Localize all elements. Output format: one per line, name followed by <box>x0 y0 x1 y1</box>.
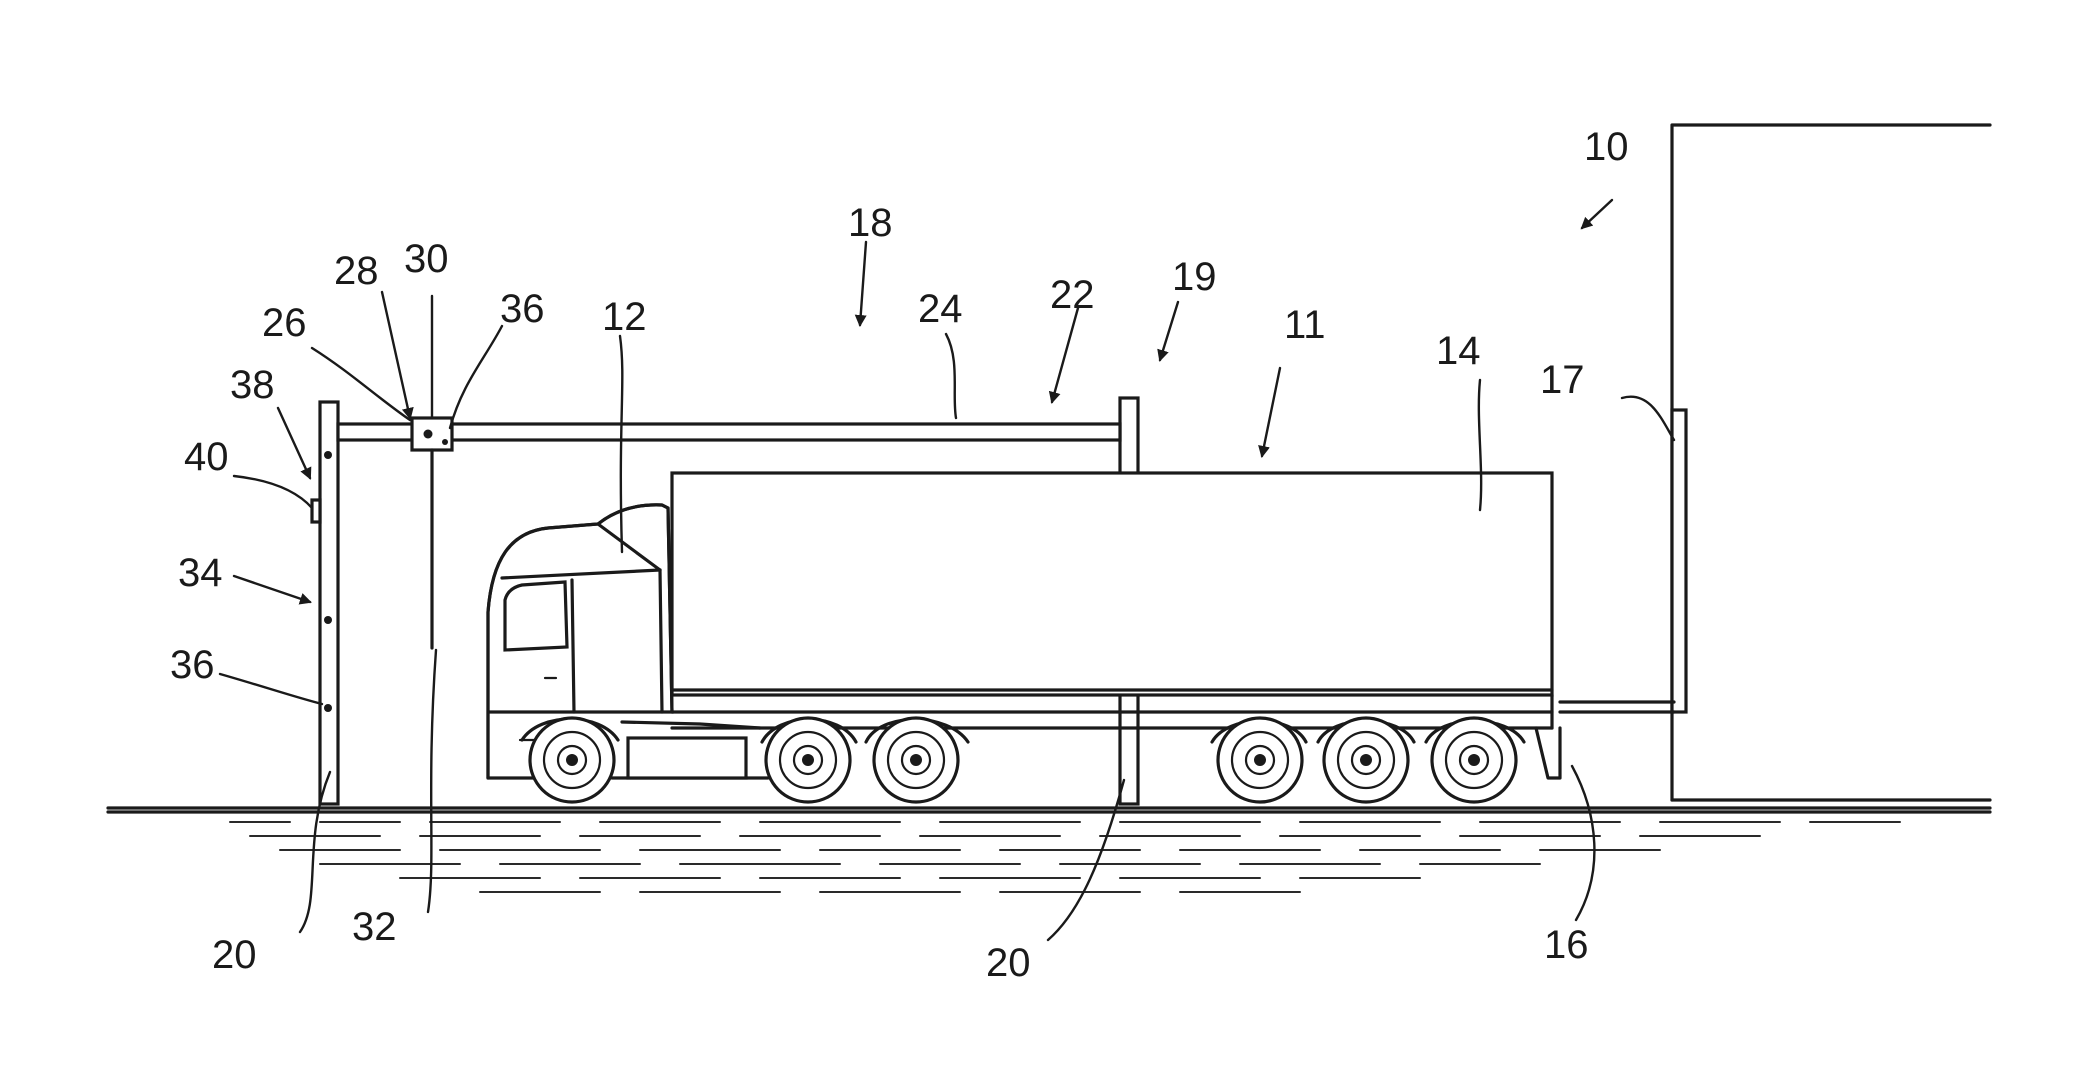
crossbeam <box>338 424 1120 440</box>
label-17: 17 <box>1540 358 1585 402</box>
label-11: 11 <box>1284 303 1326 347</box>
left-post <box>320 402 338 804</box>
label-36-left: 36 <box>170 643 215 687</box>
label-34: 34 <box>178 551 223 595</box>
label-26: 26 <box>262 301 307 345</box>
dock-shelter <box>1560 410 1686 712</box>
label-20-left: 20 <box>212 933 257 977</box>
label-24: 24 <box>918 287 963 331</box>
label-22: 22 <box>1050 273 1095 317</box>
label-19: 19 <box>1172 255 1217 299</box>
label-20-right: 20 <box>986 941 1031 985</box>
label-30: 30 <box>404 237 449 281</box>
ground <box>108 808 1990 812</box>
label-36-top: 36 <box>500 287 545 331</box>
sensor-box <box>312 500 320 522</box>
truck <box>488 473 1560 802</box>
label-40: 40 <box>184 435 229 479</box>
label-16: 16 <box>1544 923 1589 967</box>
label-14: 14 <box>1436 329 1481 373</box>
building <box>1672 125 1990 800</box>
label-10: 10 <box>1584 125 1629 169</box>
cab-window <box>505 582 567 650</box>
label-12: 12 <box>602 295 647 339</box>
label-32: 32 <box>352 905 397 949</box>
surface-hatching <box>230 822 1900 892</box>
label-18: 18 <box>848 201 893 245</box>
fuel-tank <box>628 738 746 778</box>
label-28: 28 <box>334 249 379 293</box>
label-38: 38 <box>230 363 275 407</box>
trailer-box <box>672 473 1552 695</box>
